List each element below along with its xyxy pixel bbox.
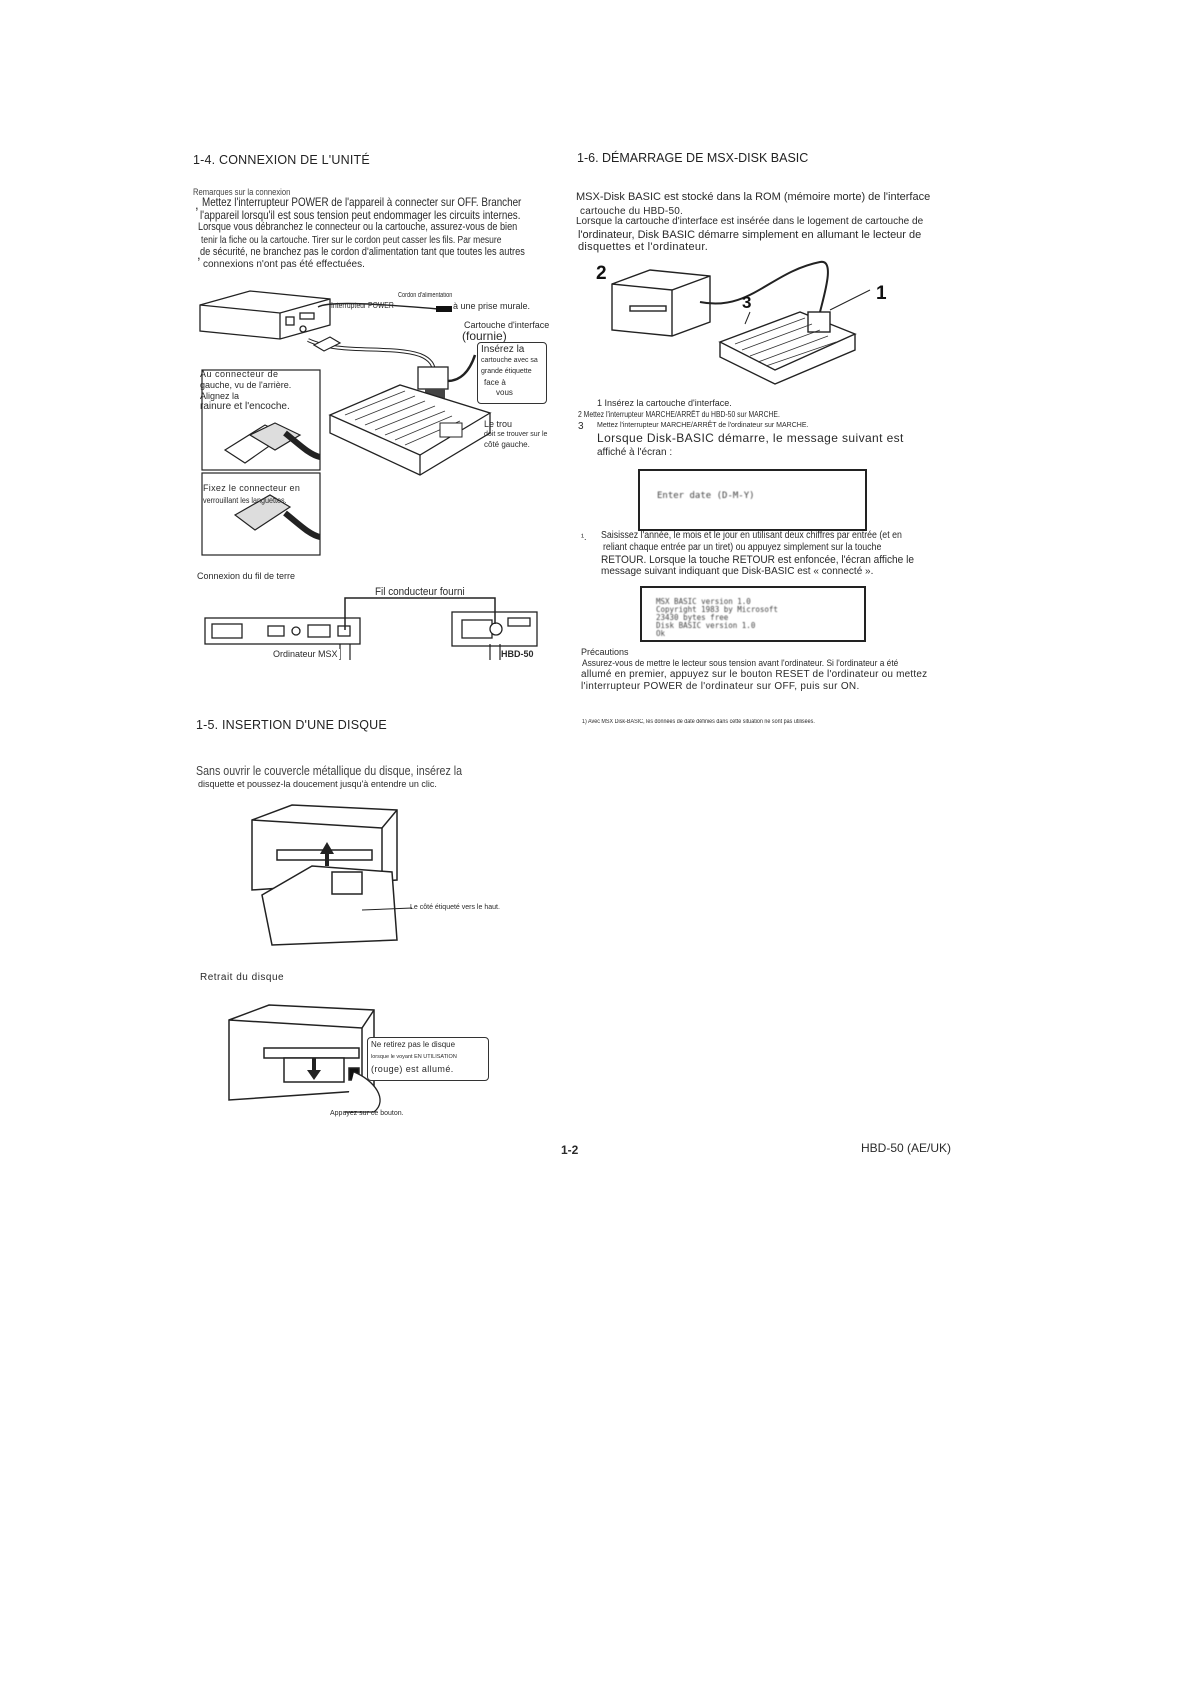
note-line: Lorsque vous débranchez le connecteur ou…	[198, 221, 518, 233]
startup-step-number: 3	[578, 421, 584, 432]
removal-title: Retrait du disque	[200, 972, 285, 983]
note-line: l'appareil lorsqu'il est sous tension pe…	[200, 208, 521, 222]
startup-message: Lorsque Disk-BASIC démarre, le message s…	[597, 431, 904, 445]
step4-text: Saisissez l'année, le mois et le jour en…	[601, 530, 902, 541]
screen-text: 23430 bytes free	[656, 613, 729, 622]
startup-step: 1 Insérez la cartouche d'interface.	[597, 398, 732, 408]
label-power-cord: Cordon d'alimentation	[398, 292, 453, 299]
screen-enter-date: Enter date (D-M-Y)	[638, 469, 867, 531]
precautions-text: l'interrupteur POWER de l'ordinateur sur…	[581, 681, 860, 692]
figure-number-1: 1	[876, 283, 887, 304]
page-number: 1-2	[561, 1143, 579, 1157]
note-line: de sécurité, ne branchez pas le cordon d…	[200, 246, 525, 258]
bullet-1: ,	[195, 197, 199, 212]
label-ground-wire: Fil conducteur fourni	[375, 586, 465, 598]
callout-line: Ne retirez pas le disque	[371, 1040, 456, 1049]
label-hole: côté gauche.	[484, 440, 530, 449]
precautions-text: allumé en premier, appuyez sur le bouton…	[581, 669, 928, 680]
step4-text: RETOUR. Lorsque la touche RETOUR est enf…	[601, 554, 915, 566]
callout-line: vous	[496, 388, 513, 397]
label-msx-computer: Ordinateur MSX	[271, 649, 340, 660]
callout-line: grande étiquette	[481, 368, 532, 375]
label-press: Appuyez sur ce bouton.	[330, 1110, 404, 1117]
screen-text: Enter date (D-M-Y)	[657, 491, 755, 501]
label-side-up: Le côté étiqueté vers le haut.	[410, 904, 500, 911]
figure-number-3: 3	[742, 293, 752, 312]
step4-text: message suivant indiquant que Disk-BASIC…	[601, 566, 874, 577]
step4-text: reliant chaque entrée par un tiret) ou a…	[603, 542, 882, 553]
label-fix: Fixez le connecteur en	[203, 483, 301, 493]
startup-step: 2 Mettez l'interrupteur MARCHE/ARRÊT du …	[578, 410, 780, 419]
label-fix: verrouillant les languettes.	[203, 496, 287, 505]
startup-illustration	[611, 260, 871, 385]
label-interface-cartridge: Cartouche d'interface	[464, 320, 550, 330]
startup-intro: l'ordinateur, Disk BASIC démarre simplem…	[578, 229, 922, 241]
screen-text: MSX BASIC version 1.0	[656, 597, 751, 606]
screen-text: Disk BASIC version 1.0	[656, 621, 756, 630]
insertion-illustration	[251, 804, 413, 946]
startup-intro: Lorsque la cartouche d'interface est ins…	[576, 216, 924, 227]
ground-title: Connexion du fil de terre	[197, 571, 296, 581]
callout-insert: Insérez la cartouche avec sa grande étiq…	[477, 342, 547, 404]
startup-step: Mettez l'interrupteur MARCHE/ARRÊT de l'…	[597, 422, 809, 429]
insertion-intro: disquette et poussez-la doucement jusqu'…	[198, 779, 437, 789]
label-supplied: (fournie)	[462, 329, 507, 343]
label-hbd: HBD-50	[501, 649, 534, 660]
label-connector: Alignez la	[200, 391, 240, 401]
step4-marker: ¹.	[581, 532, 587, 542]
removal-illustration	[228, 1004, 381, 1113]
figure-number-2: 2	[596, 263, 607, 284]
label-connector: Au connecteur de	[200, 369, 279, 379]
callout-removal: Ne retirez pas le disque lorsque le voya…	[367, 1037, 489, 1081]
startup-message: affiché à l'écran :	[597, 447, 673, 458]
startup-intro: disquettes et l'ordinateur.	[578, 241, 709, 253]
label-hole: doit se trouver sur le	[484, 431, 548, 438]
section-title-startup: 1-6. DÉMARRAGE DE MSX-DISK BASIC	[577, 151, 809, 165]
connection-illustration	[199, 290, 492, 556]
startup-intro: cartouche du HBD-50.	[580, 206, 683, 217]
callout-line: Insérez la	[481, 344, 525, 355]
callout-line: cartouche avec sa	[481, 357, 538, 364]
label-hole: Le trou	[484, 419, 513, 429]
callout-line: (rouge) est allumé.	[371, 1064, 454, 1074]
callout-line: lorsque le voyant EN UTILISATION	[371, 1054, 457, 1060]
label-power-switch: Interrupteur POWER	[331, 301, 394, 310]
footnote: 1) Avec MSX Disk-BASIC, les données de d…	[582, 719, 815, 725]
bullet-2: ,	[197, 247, 201, 262]
note-line: tenir la fiche ou la cartouche. Tirer su…	[201, 235, 502, 246]
callout-line: face à	[484, 378, 506, 387]
note-line: Mettez l'interrupteur POWER de l'apparei…	[202, 195, 522, 209]
section-title-connexion: 1-4. CONNEXION DE L'UNITÉ	[193, 153, 370, 167]
insertion-intro: Sans ouvrir le couvercle métallique du d…	[196, 763, 463, 778]
label-connector: gauche, vu de l'arrière.	[200, 380, 292, 390]
ground-illustration	[204, 597, 538, 660]
note-line: connexions n'ont pas été effectuées.	[203, 259, 365, 270]
notes-label: Remarques sur la connexion	[193, 187, 291, 197]
label-wall-outlet: à une prise murale.	[453, 301, 531, 311]
startup-intro: MSX-Disk BASIC est stocké dans la ROM (m…	[576, 191, 931, 203]
precautions-text: Assurez-vous de mettre le lecteur sous t…	[582, 658, 899, 668]
model-number: HBD-50 (AE/UK)	[861, 1141, 952, 1155]
precautions-title: Précautions	[581, 647, 629, 657]
screen-connected: MSX BASIC version 1.0 Copyright 1983 by …	[640, 586, 866, 642]
label-connector: rainure et l'encoche.	[200, 401, 290, 412]
section-title-insertion: 1-5. INSERTION D'UNE DISQUE	[196, 718, 387, 732]
screen-text: Ok	[656, 629, 666, 638]
screen-text: Copyright 1983 by Microsoft	[656, 605, 778, 614]
